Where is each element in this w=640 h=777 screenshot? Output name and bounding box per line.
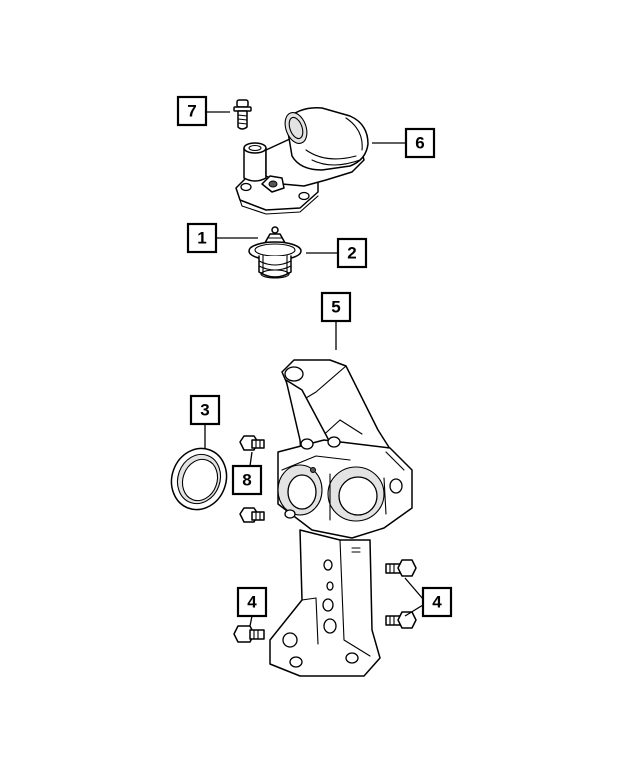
svg-text:6: 6 [415,134,424,153]
callout-3: 3 [189,394,221,426]
callout-5: 5 [320,291,352,323]
callout-4-right: 4 [421,586,453,618]
callout-6: 6 [404,127,436,159]
callout-8: 8 [231,464,263,496]
svg-text:7: 7 [187,102,196,121]
part-7-bolt[interactable] [233,99,252,130]
callout-2: 2 [336,237,368,269]
svg-text:2: 2 [347,244,356,263]
callout-4-left: 4 [236,586,268,618]
svg-text:4: 4 [247,593,257,612]
svg-text:3: 3 [200,401,209,420]
part-4-bolt-left[interactable] [233,625,265,643]
svg-text:1: 1 [197,229,206,248]
part-8-bolt-lower[interactable] [239,507,265,523]
part-4-bolt-right-upper[interactable] [385,559,417,577]
part-3-o-ring[interactable] [163,441,235,518]
part-6-thermostat-housing[interactable] [235,107,369,215]
svg-text:4: 4 [432,593,442,612]
part-5-housing[interactable] [269,359,413,677]
callout-7: 7 [176,95,208,127]
part-2-thermostat-seal[interactable] [248,241,302,279]
leader-lines [204,111,424,627]
part-8-bolt-upper[interactable] [239,435,265,451]
part-4-bolt-right-lower[interactable] [385,611,417,629]
svg-text:5: 5 [331,298,340,317]
callout-1: 1 [186,222,218,254]
svg-text:8: 8 [242,471,251,490]
